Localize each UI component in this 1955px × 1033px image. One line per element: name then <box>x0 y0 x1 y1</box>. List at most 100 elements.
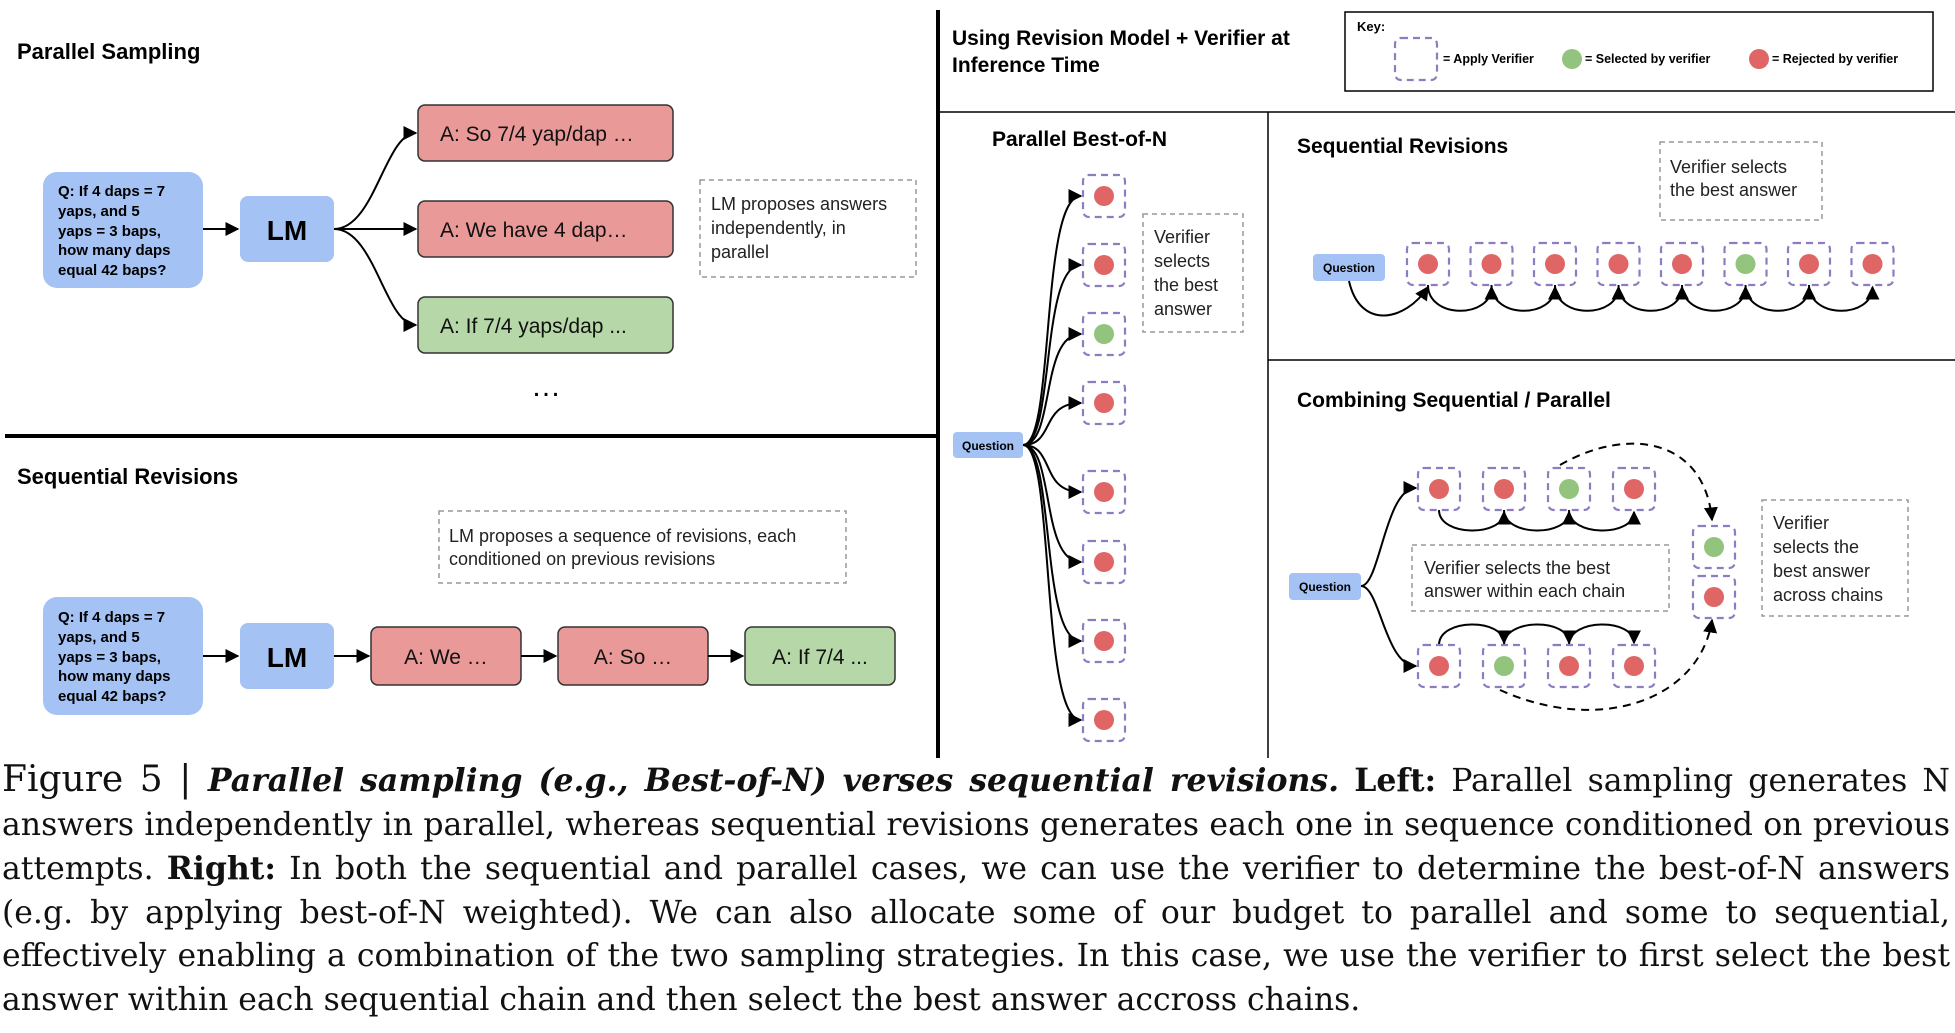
combined-top-chain-revision-rejected-dot <box>1494 479 1514 499</box>
right-seq-title: Sequential Revisions <box>1297 135 1508 158</box>
best-of-n-note-text: Verifier selects the best answer <box>1154 227 1223 319</box>
right-seq-note-line: the best answer <box>1670 180 1797 200</box>
key-rejected-text: = Rejected by verifier <box>1772 52 1898 66</box>
best-of-n-candidate-rejected-dot <box>1094 186 1114 206</box>
parallel-ellipsis: … <box>531 370 561 403</box>
right-seq-hop-arrow <box>1617 284 1689 312</box>
right-seq-hop-arrow <box>1744 284 1816 312</box>
combined-finalist-verifier-box <box>1691 524 1737 570</box>
combined-finalist-rejected-dot <box>1704 587 1724 607</box>
combined-branch-arrow-bottom <box>1360 585 1418 673</box>
caption-left-text: Parallel sampling generates N answers in… <box>2 763 1950 887</box>
parallel-lm-label: LM <box>267 215 307 246</box>
best-of-n-note-line: selects <box>1154 251 1210 271</box>
combined-top-chain-revision-verifier-box <box>1611 466 1657 512</box>
right-seq-revision-selected-dot <box>1735 254 1756 274</box>
parallel-question-line: yaps, and 5 <box>58 203 140 220</box>
right-seq-question-box <box>1313 254 1385 281</box>
parallel-arrow-bottom <box>333 228 418 332</box>
combined-question-box <box>1289 573 1361 600</box>
best-of-n-question-box <box>953 432 1023 458</box>
parallel-sampling-title: Parallel Sampling <box>17 39 200 64</box>
right-seq-revision-verifier-box <box>1723 241 1768 287</box>
parallel-answer-box <box>417 200 674 258</box>
combined-question-text: Question <box>1299 580 1351 594</box>
parallel-question-line: yaps = 3 baps, <box>58 223 161 240</box>
combined-bottom-chain-revision-rejected-dot <box>1559 656 1579 676</box>
combined-top-chain-revision-verifier-box <box>1416 466 1462 512</box>
key-selected-text: = Selected by verifier <box>1585 52 1711 66</box>
best-of-n-candidate-rejected-dot <box>1094 393 1114 413</box>
best-of-n-candidate-verifier-box <box>1081 697 1127 743</box>
combined-across-note-line: selects the <box>1773 537 1859 557</box>
combined-dashed-arrow-bottom <box>1499 618 1718 711</box>
key-apply-text: = Apply Verifier <box>1443 52 1534 66</box>
caption-title: Parallel sampling (e.g., Best-of-N) vers… <box>207 762 1340 799</box>
caption-right-label: Right: <box>166 850 276 887</box>
parallel-answer-text: A: We have 4 dap… <box>440 219 628 242</box>
combined-chains <box>1416 466 1737 689</box>
parallel-question-line: equal 42 baps? <box>58 262 166 279</box>
parallel-answer-box <box>417 296 674 354</box>
figure-diagram: Parallel Sampling Q: If 4 daps = 7 yaps,… <box>5 10 1955 758</box>
best-of-n-arrow <box>1022 444 1083 648</box>
right-seq-revision-rejected-dot <box>1545 254 1565 274</box>
caption-label: Figure 5 | <box>2 759 208 800</box>
parallel-question-box <box>43 172 203 288</box>
best-of-n-note-line: answer <box>1154 299 1212 319</box>
right-seq-note-line: Verifier selects <box>1670 157 1787 177</box>
best-of-n-arrow <box>1022 444 1083 499</box>
figure-caption: Figure 5 | Parallel sampling (e.g., Best… <box>2 758 1950 1022</box>
parallel-note-text: LM proposes answers independently, in pa… <box>711 194 892 262</box>
best-of-n-candidate-verifier-box <box>1081 380 1127 426</box>
best-of-n-arrow <box>1022 396 1083 446</box>
right-seq-note-text: Verifier selects the best answer <box>1670 157 1797 200</box>
right-seq-hop-arrow <box>1427 284 1499 312</box>
right-seq-revision-rejected-dot <box>1481 254 1502 274</box>
best-of-n-arrow <box>1022 444 1083 727</box>
right-seq-hop-arrow <box>1808 284 1880 312</box>
parallel-question-line: how many daps <box>58 242 171 259</box>
combined-within-note-box <box>1411 544 1670 612</box>
combined-within-note-line: answer within each chain <box>1424 581 1625 601</box>
parallel-question-line: Q: If 4 daps = 7 <box>58 183 165 200</box>
sequential-note-line: conditioned on previous revisions <box>449 549 715 569</box>
sequential-question-line: Q: If 4 daps = 7 <box>58 609 165 626</box>
right-title: Using Revision Model + Verifier at Infer… <box>952 27 1296 77</box>
parallel-lm-box <box>240 196 334 262</box>
sequential-revisions-title: Sequential Revisions <box>17 464 238 489</box>
combined-finalist-selected-dot <box>1704 537 1724 557</box>
best-of-n-candidate-verifier-box <box>1081 618 1127 664</box>
best-of-n-arrows <box>1022 189 1083 727</box>
parallel-arrow-top <box>333 126 418 230</box>
combined-across-note-box <box>1761 499 1909 617</box>
key-box <box>1344 11 1934 92</box>
combined-branch-arrow-top <box>1360 481 1418 587</box>
sequential-question-line: equal 42 baps? <box>58 688 166 705</box>
combined-top-chain-revision-verifier-box <box>1481 466 1527 512</box>
right-seq-hop-arrow <box>1490 284 1562 312</box>
sequential-revision-text: A: If 7/4 ... <box>772 646 868 669</box>
sequential-question-line: how many daps <box>58 668 171 685</box>
right-seq-hop-arrow <box>1554 284 1626 312</box>
sequential-revision-text: A: So … <box>594 646 672 669</box>
combined-top-chain-revision-rejected-dot <box>1429 479 1449 499</box>
parallel-note-line: parallel <box>711 242 769 262</box>
best-of-n-candidate-verifier-box <box>1081 539 1127 585</box>
combined-across-note-line: Verifier <box>1773 513 1829 533</box>
parallel-answer-text: A: If 7/4 yaps/dap ... <box>440 315 627 338</box>
sequential-lm-box <box>240 623 334 689</box>
best-of-n-candidate-rejected-dot <box>1094 255 1114 275</box>
sequential-question-box <box>43 597 203 715</box>
sequential-revision-box <box>744 626 896 686</box>
combined-top-chain-hop-arrow <box>1438 509 1511 532</box>
best-of-n-note-line: Verifier <box>1154 227 1210 247</box>
combined-top-chain-revision-verifier-box <box>1546 466 1592 512</box>
sequential-question-line: yaps, and 5 <box>58 629 140 646</box>
parallel-answer-text: A: So 7/4 yap/dap … <box>440 123 634 146</box>
parallel-note-line: LM proposes answers <box>711 194 887 214</box>
best-of-n-arrow <box>1022 189 1083 446</box>
key-rejected-dot-icon <box>1749 49 1769 69</box>
best-of-n-note-box <box>1142 213 1244 333</box>
sequential-note-line: LM proposes a sequence of revisions, eac… <box>449 526 796 546</box>
